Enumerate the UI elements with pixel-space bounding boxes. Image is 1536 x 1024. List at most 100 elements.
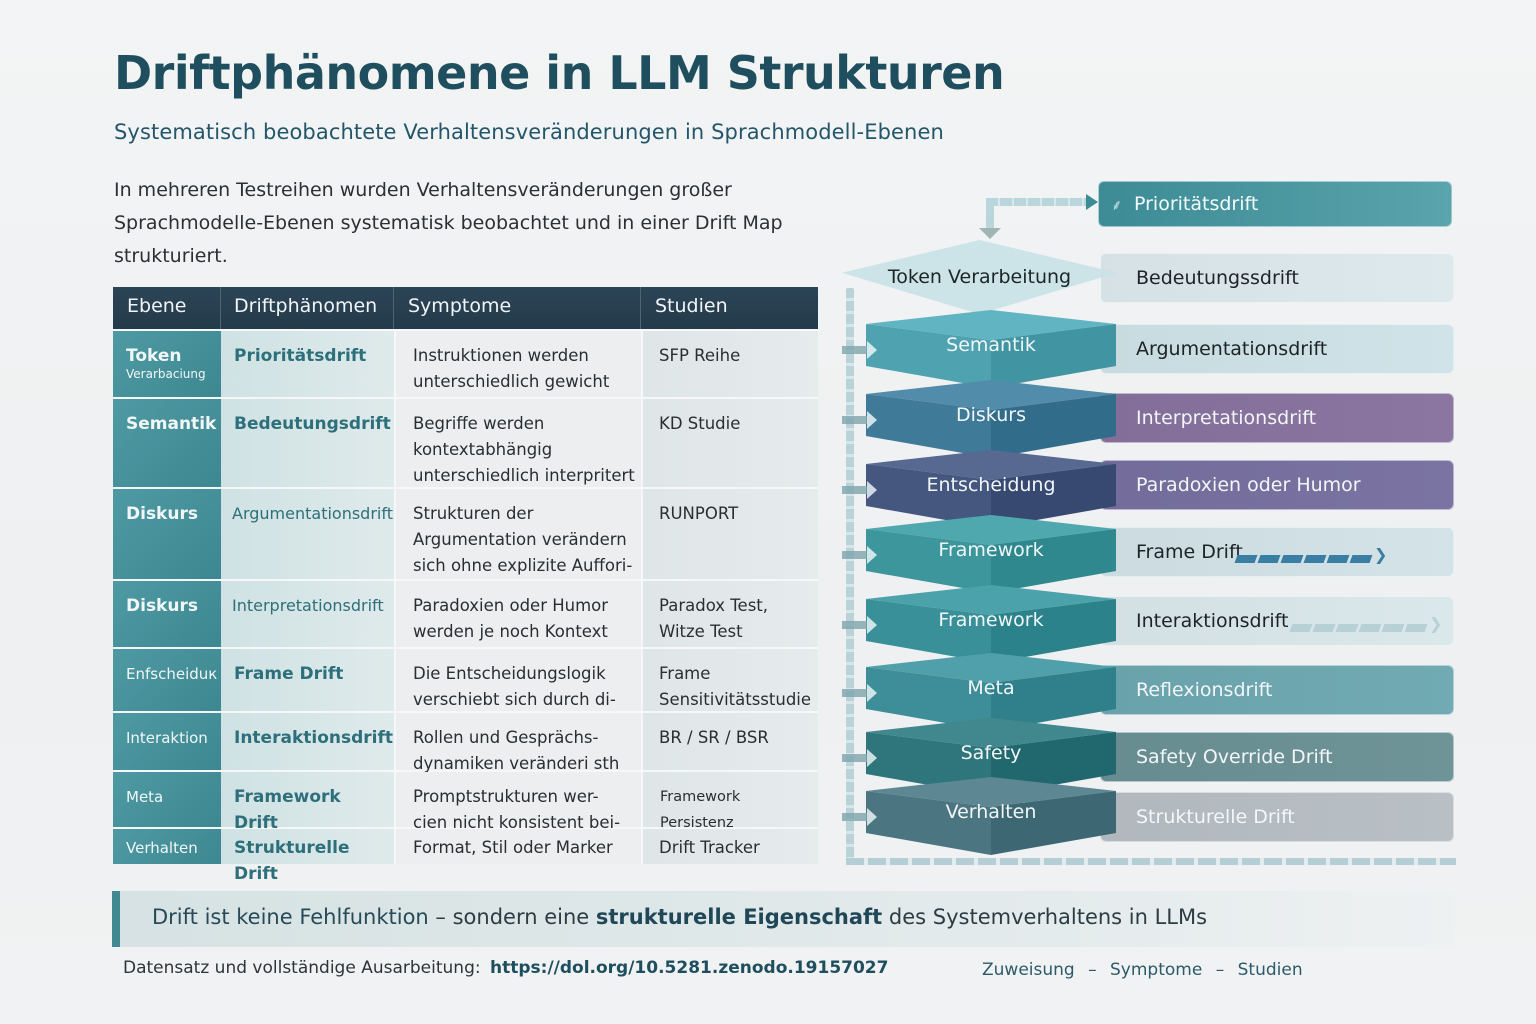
- drift-box: Safety Override Drift: [1100, 732, 1454, 782]
- layer-slab-shape: [866, 380, 1116, 458]
- slab-right: [991, 464, 1116, 528]
- level-label: Verhalten: [126, 839, 198, 857]
- cell-drift: Bedeutungsdrift: [221, 399, 394, 487]
- slab-left: [866, 394, 991, 458]
- slab-top: [866, 777, 1116, 807]
- cell-study: BR / SR / BSR: [641, 713, 818, 770]
- level-label: Enfscheiduк: [126, 665, 218, 683]
- dash-segment: [1280, 555, 1304, 563]
- slab-left: [866, 732, 991, 796]
- cell-drift: Prioritätsdrift: [221, 331, 394, 397]
- cell-level: Interaktion: [113, 713, 221, 770]
- cell-level: Enfscheiduк: [113, 649, 221, 711]
- level-label: Meta: [126, 788, 164, 806]
- slab-left: [866, 791, 991, 855]
- slab-right: [991, 732, 1116, 796]
- chevron-right-icon: [842, 749, 877, 767]
- layer-slab: Framework: [866, 585, 1116, 663]
- cell-drift: Frame Drift: [221, 649, 394, 711]
- slab-left: [866, 599, 991, 663]
- cell-level: Meta: [113, 772, 221, 827]
- slab-top: [866, 653, 1116, 683]
- cell-study: Paradox Test, Witze Test: [641, 581, 818, 647]
- level-label: Semantik: [126, 414, 217, 434]
- cell-symptom: Paradoxien oder Humor werden je noch Kon…: [394, 581, 641, 647]
- drift-box-label: Interaktionsdrift: [1136, 610, 1289, 632]
- layer-slab: Diskurs: [866, 380, 1116, 458]
- source-label: Datensatz und vollständige Ausarbeitung:: [123, 958, 481, 978]
- layer-label: Entscheidung: [926, 474, 1056, 496]
- cell-study: Framework Persistenz: [641, 772, 818, 831]
- quote-dash: –: [428, 905, 453, 929]
- layer-label: Verhalten: [945, 801, 1037, 823]
- source-line: Datensatz und vollständige Ausarbeitung:…: [123, 958, 888, 978]
- source-link[interactable]: https://dol.org/10.5281.zenodo.19157027: [490, 958, 889, 978]
- slab-face: [842, 240, 1117, 315]
- cell-symptom: Instruktionen werden unterschiedlich gew…: [394, 331, 641, 397]
- cell-symptom: Format, Stil oder Marker: [394, 829, 641, 864]
- drift-box: Frame Drift❯: [1100, 527, 1454, 577]
- slab-right: [991, 599, 1116, 663]
- cell-symptom: Rollen und Gesprächs- dynamiken veränder…: [394, 713, 641, 773]
- arrow-down-icon: [979, 228, 1001, 239]
- dash-segment: [1234, 555, 1258, 563]
- layer-label: Token Verarbeitung: [887, 266, 1072, 288]
- layer-slab: Meta: [866, 653, 1116, 731]
- dash-segment: [1303, 555, 1327, 563]
- cell-level: Verhalten: [113, 829, 221, 864]
- chevron-right-icon: [842, 808, 877, 826]
- slab-top: [866, 310, 1116, 340]
- level-label: Diskurs: [126, 504, 198, 524]
- dash-segment: [1404, 624, 1428, 632]
- column-header-studien: Studien: [655, 295, 728, 317]
- drift-box: Interaktionsdrift ❯: [1100, 596, 1454, 646]
- frame-connector-vertical: [846, 288, 854, 863]
- layer-slab-shape: [866, 310, 1116, 388]
- quote-part-2: sondern eine: [452, 905, 596, 929]
- dash-segment: [1335, 624, 1359, 632]
- layer-slab-shape: [866, 450, 1116, 528]
- chevron-right-icon: [842, 684, 877, 702]
- slab-right: [991, 324, 1116, 388]
- dashed-arrow-icon: ❯: [1289, 614, 1442, 633]
- cell-symptom: Die Entscheidungslogik verschiebt sich d…: [394, 649, 641, 711]
- cell-drift: Interpretationsdrift: [221, 581, 394, 647]
- slab-right: [991, 394, 1116, 458]
- layer-label: Safety: [960, 742, 1022, 764]
- quote-part-1: Drift ist keine Fehlfunktion: [152, 905, 429, 929]
- page-subtitle: Systematisch beobachtete Verhaltensverän…: [114, 120, 944, 144]
- dash-segment: [1312, 624, 1336, 632]
- chevron-right-icon: [842, 481, 877, 499]
- drift-box: Paradoxien oder Humor: [1100, 460, 1454, 510]
- chevron-right-icon: [842, 616, 877, 634]
- pin-icon: ⸙: [1111, 196, 1123, 214]
- slab-top: [866, 450, 1116, 480]
- arrow-tip-icon: ❯: [1429, 614, 1443, 633]
- cell-symptom: Promptstrukturen wer- cien nicht konsist…: [394, 772, 641, 832]
- legend-item-zuweisung: Zuweisung: [982, 960, 1075, 980]
- layer-label: Semantik: [946, 334, 1036, 356]
- dashed-arrow-icon: ❯: [1234, 545, 1387, 564]
- drift-box-label: Frame Drift: [1136, 541, 1243, 563]
- dash-segment: [1381, 624, 1405, 632]
- dash-segment: [1326, 555, 1350, 563]
- level-sublabel: Verarbaciung: [126, 367, 206, 381]
- chevron-right-icon: [842, 341, 877, 359]
- slab-left: [866, 324, 991, 388]
- layer-slab-shape: [866, 718, 1116, 796]
- level-label: Token: [126, 346, 182, 366]
- dash-segment: [1349, 555, 1373, 563]
- drift-table: Ebene Driftphänomen Symptome Studien Tok…: [113, 287, 818, 884]
- drift-box-label: Safety Override Drift: [1136, 746, 1333, 768]
- cell-study: Drift Tracker: [641, 829, 818, 864]
- column-header-symptome: Symptome: [394, 287, 641, 329]
